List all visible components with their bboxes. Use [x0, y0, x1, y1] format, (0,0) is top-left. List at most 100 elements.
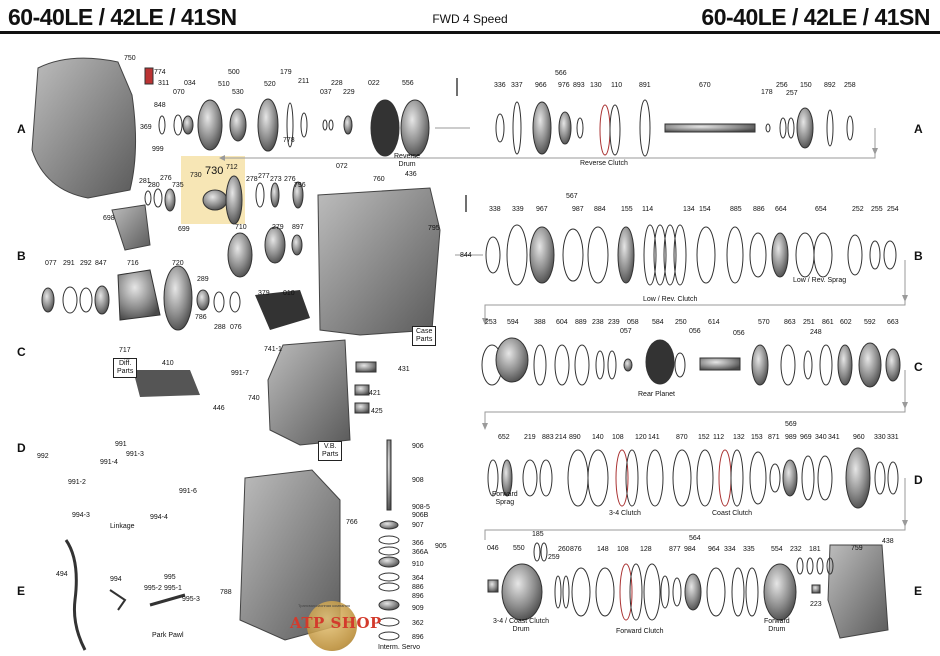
watermark-text: ATP SHOP	[290, 614, 382, 632]
caption-rear-planet: Rear Planet	[638, 391, 675, 398]
part-number-callout: 730	[190, 172, 202, 179]
part-number-callout: 896	[412, 593, 424, 600]
part-number-callout: 602	[840, 319, 852, 326]
part-number-callout: 592	[864, 319, 876, 326]
part-number-callout: 885	[730, 206, 742, 213]
part-number-callout: 229	[343, 89, 355, 96]
part-number-callout: 058	[627, 319, 639, 326]
part-number-callout: 905	[435, 543, 447, 550]
part-number-callout: 185	[532, 531, 544, 538]
part-number-callout: 134	[683, 206, 695, 213]
part-number-callout: 886	[412, 584, 424, 591]
part-number-callout: 910	[412, 561, 424, 568]
part-number-callout: 289	[197, 276, 209, 283]
part-number-callout: 341	[828, 434, 840, 441]
caption-reverse-clutch: Reverse Clutch	[580, 160, 628, 167]
part-number-callout: 254	[887, 206, 899, 213]
part-number-callout: 614	[708, 319, 720, 326]
part-number-callout: 331	[887, 434, 899, 441]
part-number-callout: 716	[127, 260, 139, 267]
part-number-callout: 140	[592, 434, 604, 441]
part-number-callout: 292	[80, 260, 92, 267]
part-number-callout: 876	[570, 546, 582, 553]
part-number-callout: 554	[771, 546, 783, 553]
caption-case-parts: Case Parts	[412, 326, 437, 347]
caption-vb-parts: V.B. Parts	[318, 441, 343, 462]
part-number-callout: 796	[294, 182, 306, 189]
part-number-callout: 967	[536, 206, 548, 213]
page-subtitle: FWD 4 Speed	[432, 12, 508, 26]
part-number-callout: 155	[621, 206, 633, 213]
part-number-callout: 569	[785, 421, 797, 428]
part-number-callout: 995-2	[144, 585, 162, 592]
row-label-b-left: B	[17, 249, 26, 263]
part-number-callout: 223	[810, 601, 822, 608]
part-number-callout: 652	[498, 434, 510, 441]
part-number-callout: 034	[184, 80, 196, 87]
row-label-a-right: A	[914, 122, 923, 136]
part-number-callout: 334	[724, 546, 736, 553]
caption-low-rev-sprag: Low / Rev. Sprag	[793, 277, 847, 284]
flow-lines	[225, 127, 906, 540]
part-number-callout: 248	[810, 329, 822, 336]
part-number-callout: 991	[115, 441, 127, 448]
part-number-callout: 291	[63, 260, 75, 267]
caption-linkage: Linkage	[110, 523, 135, 530]
part-number-callout: 425	[371, 408, 383, 415]
atp-shop-logo	[307, 601, 357, 651]
part-number-callout: 211	[298, 78, 310, 85]
part-number-callout: 720	[172, 260, 184, 267]
part-number-callout: 994-4	[150, 514, 168, 521]
part-number-callout: 570	[758, 319, 770, 326]
part-number-callout: 251	[803, 319, 815, 326]
part-number-callout: 276	[284, 176, 296, 183]
caption-3-4-clutch: 3-4 Clutch	[609, 510, 641, 517]
part-number-callout: 909	[412, 605, 424, 612]
part-number-callout: 906B	[412, 512, 429, 519]
part-number-callout: 520	[264, 81, 276, 88]
part-number-callout: 877	[669, 546, 681, 553]
part-number-callout: 992	[37, 453, 49, 460]
part-number-callout: 893	[573, 82, 585, 89]
highlighted-part-number: 730	[205, 165, 224, 177]
part-number-callout: 556	[402, 80, 414, 87]
part-number-callout: 883	[542, 434, 554, 441]
caption-coast-clutch: Coast Clutch	[712, 510, 753, 517]
row-label-e-left: E	[17, 584, 26, 598]
part-number-callout: 564	[689, 535, 701, 542]
part-number-callout: 890	[569, 434, 581, 441]
part-number-callout: 994	[110, 576, 122, 583]
part-number-callout: 871	[768, 434, 780, 441]
part-number-callout: 567	[566, 193, 578, 200]
part-number-callout: 022	[368, 80, 380, 87]
part-number-callout: 219	[524, 434, 536, 441]
caption-forward-clutch: Forward Clutch	[616, 628, 664, 635]
page-title-right: 60-40LE / 42LE / 41SN	[701, 4, 930, 30]
title-rule	[0, 31, 940, 34]
part-number-callout: 991-6	[179, 488, 197, 495]
part-number-callout: 046	[487, 545, 499, 552]
part-number-callout: 273	[270, 176, 282, 183]
caption-coast-clutch-drum: 3-4 / Coast Clutch Drum	[493, 618, 550, 634]
part-number-callout: 379	[258, 290, 270, 297]
part-number-callout: 861	[822, 319, 834, 326]
part-number-callout: 766	[346, 519, 358, 526]
part-number-callout: 037	[320, 89, 332, 96]
part-number-callout: 984	[684, 546, 696, 553]
caption-low-rev-clutch: Low / Rev. Clutch	[643, 296, 698, 303]
part-number-callout: 252	[852, 206, 864, 213]
part-number-callout: 364	[412, 575, 424, 582]
part-number-callout: 759	[851, 545, 863, 552]
part-number-callout: 870	[676, 434, 688, 441]
part-number-callout: 995-3	[182, 596, 200, 603]
caption-forward-drum: Forward Drum	[764, 618, 790, 634]
caption-forward-sprag: Forward Sprag	[492, 491, 518, 507]
part-number-callout: 214	[555, 434, 567, 441]
part-number-callout: 288	[214, 324, 226, 331]
page-title-left: 60-40LE / 42LE / 41SN	[8, 4, 237, 30]
part-number-callout: 311	[158, 80, 170, 87]
part-number-callout: 110	[611, 82, 623, 89]
part-number-callout: 114	[642, 206, 654, 213]
part-number-callout: 710	[235, 224, 247, 231]
part-number-callout: 154	[699, 206, 711, 213]
